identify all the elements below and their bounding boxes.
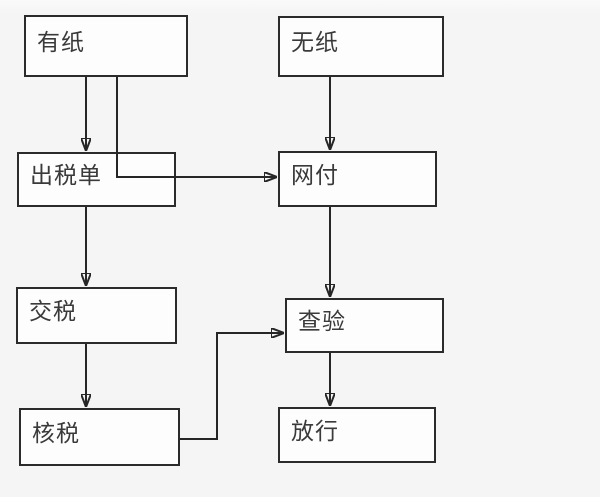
node-label-chayan: 查验: [298, 308, 346, 334]
flowchart-node-fangxing: 放行: [278, 407, 436, 463]
flowchart-node-heshui: 核税: [19, 408, 180, 466]
node-label-youzhi: 有纸: [37, 28, 85, 55]
node-label-heshui: 核税: [32, 419, 80, 446]
edge-heshui-to-chayan: [180, 333, 283, 440]
node-label-chushuidan: 出税单: [30, 162, 102, 188]
flowchart-node-chayan: 查验: [285, 298, 444, 353]
node-label-wangfu: 网付: [291, 161, 339, 188]
node-label-wuzhi: 无纸: [291, 29, 339, 55]
node-label-jiaoshui: 交税: [29, 298, 77, 324]
flowchart-node-youzhi: 有纸: [24, 15, 188, 77]
flowchart-node-chushuidan: 出税单: [17, 152, 176, 207]
flowchart-node-wuzhi: 无纸: [278, 16, 444, 77]
node-label-fangxing: 放行: [291, 417, 339, 444]
flowchart-node-wangfu: 网付: [278, 151, 437, 207]
flowchart-node-jiaoshui: 交税: [16, 287, 177, 344]
